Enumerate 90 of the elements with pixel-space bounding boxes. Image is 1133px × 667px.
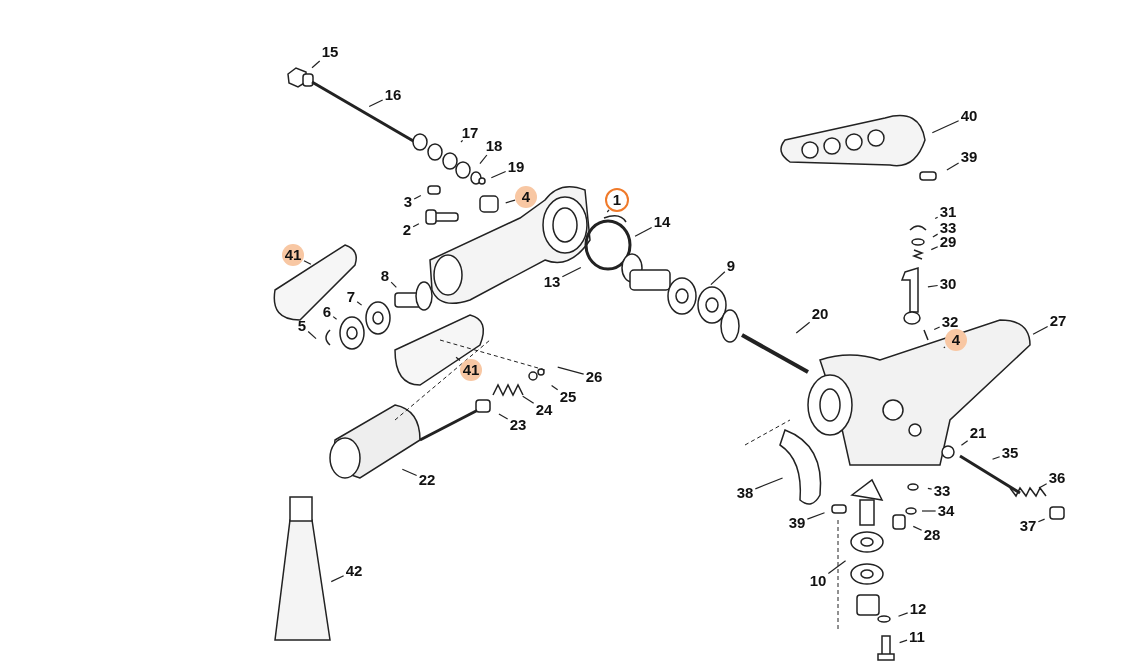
leader-line (460, 139, 464, 143)
callout-number: 3 (401, 193, 415, 211)
leader-line (490, 170, 507, 179)
callout-number: 37 (1017, 517, 1039, 535)
leader-line (795, 321, 811, 334)
leader-line (930, 246, 939, 251)
highlighted-callout-number: 4 (515, 186, 537, 208)
callout-number: 27 (1047, 312, 1069, 330)
leader-line (307, 330, 317, 340)
leader-line (927, 487, 933, 490)
leader-line (927, 284, 939, 288)
leader-line (550, 384, 559, 391)
leader-line (1038, 483, 1048, 489)
leader-line (806, 512, 826, 520)
leader-line (455, 356, 461, 362)
callout-number: 12 (907, 600, 929, 618)
callout-number: 6 (320, 303, 334, 321)
callout-number: 22 (416, 471, 438, 489)
callout-number: 21 (967, 424, 989, 442)
leader-line (557, 366, 585, 375)
leader-line (991, 456, 1001, 460)
callout-number: 24 (533, 401, 555, 419)
highlighted-callout-number: 41 (282, 244, 304, 266)
callout-number: 15 (319, 43, 341, 61)
leader-line (413, 195, 422, 200)
leader-line (754, 477, 784, 490)
leader-line (505, 199, 516, 204)
callout-number: 14 (651, 213, 673, 231)
callout-number: 9 (724, 257, 738, 275)
leader-line (412, 223, 420, 228)
callout-number: 2 (400, 221, 414, 239)
callout-number: 28 (921, 526, 943, 544)
leader-line (332, 316, 338, 320)
leader-line (943, 346, 946, 349)
highlighted-callout-number: 4 (945, 329, 967, 351)
highlighted-callout-number: 1 (605, 188, 629, 212)
leader-line (933, 326, 941, 331)
callout-number: 25 (557, 388, 579, 406)
leader-line (303, 260, 312, 265)
leader-line (522, 395, 535, 404)
callout-number: 39 (958, 148, 980, 166)
callout-number: 42 (343, 562, 365, 580)
callout-number: 17 (459, 124, 481, 142)
callout-number: 18 (483, 137, 505, 155)
leader-line (498, 413, 509, 420)
callout-number: 5 (295, 317, 309, 335)
leader-line (606, 209, 610, 213)
leader-line (634, 226, 653, 237)
callout-number: 39 (786, 514, 808, 532)
callout-number: 33 (931, 482, 953, 500)
callout-number: 20 (809, 305, 831, 323)
leader-line (356, 301, 363, 306)
callout-number: 38 (734, 484, 756, 502)
callout-number: 23 (507, 416, 529, 434)
leader-line (946, 162, 960, 171)
leader-line (390, 281, 397, 288)
leader-line (368, 99, 384, 108)
leader-line (311, 60, 321, 69)
callout-number: 34 (935, 502, 957, 520)
leader-line (899, 639, 908, 644)
callout-number: 31 (937, 203, 959, 221)
leader-line (960, 440, 969, 446)
leader-line (934, 216, 939, 219)
callout-number: 10 (807, 572, 829, 590)
leader-line (561, 266, 582, 278)
leader-line (932, 233, 939, 238)
callout-number: 8 (378, 267, 392, 285)
callout-number: 30 (937, 275, 959, 293)
leader-line (931, 120, 960, 134)
callout-number: 32 (939, 313, 961, 331)
callout-number: 19 (505, 158, 527, 176)
leader-line (912, 525, 923, 531)
leader-line (827, 560, 847, 574)
callout-number: 13 (541, 273, 563, 291)
leader-line (921, 510, 937, 512)
callout-number: 36 (1046, 469, 1068, 487)
leader-line (401, 468, 418, 477)
callout-number: 11 (907, 628, 927, 646)
callout-number: 35 (999, 444, 1021, 462)
callout-number: 16 (382, 86, 404, 104)
leader-line (897, 612, 909, 617)
callout-number: 40 (958, 107, 980, 125)
leader-line (1037, 518, 1046, 523)
leader-line (1032, 325, 1049, 335)
leader-line (710, 271, 726, 286)
callout-number: 7 (344, 288, 358, 306)
callout-number: 26 (583, 368, 605, 386)
leader-line (479, 154, 488, 165)
leader-line (330, 575, 345, 583)
highlighted-callout-number: 41 (460, 359, 482, 381)
